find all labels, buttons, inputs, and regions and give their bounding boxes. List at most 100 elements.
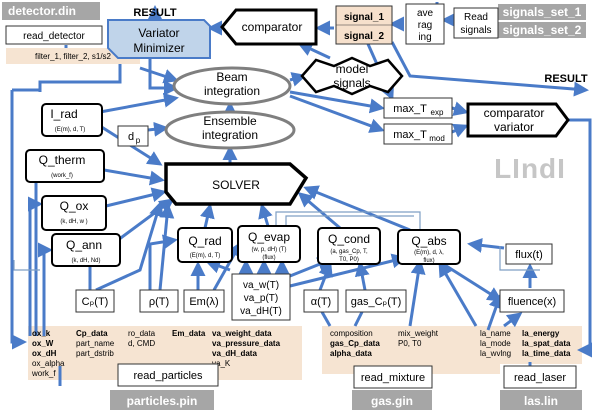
svg-text:la_name: la_name	[480, 329, 511, 338]
svg-text:mix_weight: mix_weight	[398, 329, 439, 338]
svg-text:(k, dH, w ): (k, dH, w )	[60, 219, 87, 225]
signal-2-label: signal_2	[344, 31, 384, 42]
svg-text:T0, P0): T0, P0)	[339, 257, 359, 263]
ro-inputs: ro_data d, CMD	[128, 329, 156, 348]
svg-text:(a, gas_Cp, T,: (a, gas_Cp, T,	[330, 249, 368, 255]
q-therm-box[interactable]: Q_therm (work_f)	[25, 149, 105, 183]
svg-text:la_energy: la_energy	[522, 329, 560, 338]
svg-text:comparator: comparator	[242, 20, 303, 34]
svg-text:read_mixture: read_mixture	[361, 372, 425, 384]
svg-text:Variator: Variator	[138, 26, 179, 40]
svg-text:integration: integration	[204, 84, 260, 98]
svg-text:ox_k: ox_k	[32, 329, 51, 338]
laser-inputs-a: la_name la_mode la_wvlng	[480, 329, 511, 358]
svg-text:signals: signals	[333, 76, 370, 90]
rho-box: ρ(T)	[139, 289, 179, 313]
svg-text:Q_rad: Q_rad	[188, 234, 221, 248]
svg-text:signals_set_2: signals_set_2	[503, 23, 582, 37]
q-rad-box[interactable]: Q_rad (E(m), d, T)	[177, 227, 233, 263]
svg-text:Q_evap: Q_evap	[248, 230, 290, 244]
svg-text:part_dstrib: part_dstrib	[76, 349, 114, 358]
svg-text:(w, p, dH) (T): (w, p, dH) (T)	[251, 247, 286, 253]
q-abs-box[interactable]: Q_abs (E(m), d, λ, flux)	[397, 229, 461, 265]
svg-text:Q_therm: Q_therm	[39, 153, 86, 167]
svg-text:P0, T0: P0, T0	[398, 339, 422, 348]
svg-text:Em(λ): Em(λ)	[189, 296, 218, 308]
variator-minimizer-box[interactable]: Variator Minimizer	[107, 19, 211, 59]
read-signals-box[interactable]: Read signals	[453, 7, 499, 39]
svg-text:read_laser: read_laser	[514, 372, 566, 384]
va-inputs: va_weight_data va_pressure_data va_dH_da…	[212, 329, 281, 368]
svg-text:Ensemble: Ensemble	[203, 114, 257, 128]
svg-text:va_dH(T): va_dH(T)	[240, 306, 282, 317]
svg-text:(E(m), d, T): (E(m), d, T)	[190, 253, 221, 259]
beam-integration-node[interactable]: Beam integration	[172, 66, 292, 106]
svg-text:filter_1, filter_2, s1/s2: filter_1, filter_2, s1/s2	[35, 52, 112, 61]
model-signals-node[interactable]: model signals	[300, 56, 404, 96]
svg-text:Q_cond: Q_cond	[328, 232, 370, 246]
svg-text:integration: integration	[202, 128, 258, 142]
read-mixture-box[interactable]: read_mixture	[353, 365, 433, 389]
svg-text:α(T): α(T)	[311, 296, 331, 308]
svg-text:ox_W: ox_W	[32, 339, 54, 348]
solver-box[interactable]: SOLVER	[164, 162, 309, 206]
svg-text:Em_data: Em_data	[172, 329, 206, 338]
svg-text:SOLVER: SOLVER	[212, 178, 260, 192]
q-evap-box[interactable]: Q_evap (w, p, dH) (T) (flux)	[237, 225, 301, 263]
svg-text:Q_abs: Q_abs	[411, 234, 446, 248]
cp-box: Cₚ(T)	[75, 289, 115, 313]
svg-text:ing: ing	[418, 32, 431, 43]
particles-file-tag: particles.pin	[110, 390, 214, 410]
fluence-box: fluence(x)	[499, 289, 565, 313]
svg-text:fluence(x): fluence(x)	[508, 296, 556, 308]
mix-inputs: mix_weight P0, T0	[398, 329, 439, 348]
svg-text:d: d	[128, 131, 134, 143]
svg-text:Cₚ(T): Cₚ(T)	[82, 296, 109, 308]
svg-text:ro_data: ro_data	[128, 329, 156, 338]
input-parameters-panel	[28, 326, 582, 380]
svg-text:la_wvlng: la_wvlng	[480, 349, 511, 358]
svg-text:signals_set_1: signals_set_1	[503, 5, 582, 19]
svg-text:la_mode: la_mode	[480, 339, 511, 348]
svg-text:las.lin: las.lin	[524, 394, 558, 408]
comparator-variator-box[interactable]: comparator variator	[466, 102, 570, 138]
svg-text:max_T: max_T	[393, 129, 427, 141]
svg-text:gas_Cp_data: gas_Cp_data	[330, 339, 380, 348]
lindi-watermark: LIndI	[494, 153, 566, 184]
read-detector-box[interactable]: read_detector	[5, 25, 103, 45]
svg-text:mod: mod	[429, 134, 445, 143]
laser-inputs-b: la_energy la_spat_data la_time_data	[522, 329, 571, 358]
read-laser-box[interactable]: read_laser	[503, 365, 577, 389]
svg-text:la_spat_data: la_spat_data	[522, 339, 571, 348]
svg-text:comparator: comparator	[484, 106, 545, 120]
read-particles-box[interactable]: read_particles	[117, 363, 219, 387]
flux-box: flux(t)	[505, 243, 553, 265]
gas-inputs: composition gas_Cp_data alpha_data	[330, 329, 380, 358]
signal-1-label: signal_1	[344, 12, 384, 23]
q-cond-box[interactable]: Q_cond (a, gas_Cp, T, T0, P0)	[317, 227, 381, 265]
svg-text:va_dH_data: va_dH_data	[212, 349, 257, 358]
signals-set-2-tag: signals_set_2	[498, 22, 586, 38]
i-rad-box[interactable]: I_rad (E(m), d, T)	[41, 103, 103, 137]
va-box: va_w(T) va_p(T) va_dH(T)	[231, 273, 291, 321]
svg-text:model: model	[336, 62, 369, 76]
ensemble-integration-node[interactable]: Ensemble integration	[164, 110, 296, 150]
q-ann-box[interactable]: Q_ann (k, dH, Nd)	[51, 233, 121, 267]
comparator-box[interactable]: comparator	[220, 8, 318, 46]
svg-text:(E(m), d, λ,: (E(m), d, λ,	[414, 250, 444, 256]
alpha-box: α(T)	[303, 289, 339, 313]
ox-inputs: ox_k ox_W ox_dH ox_alpha work_f	[31, 329, 65, 378]
q-ox-box[interactable]: Q_ox (k, dH, w )	[41, 195, 107, 231]
svg-text:(E(m), d, T): (E(m), d, T)	[55, 127, 86, 133]
signals-set-1-tag: signals_set_1	[498, 4, 586, 20]
svg-text:Q_ox: Q_ox	[60, 199, 89, 213]
em-inputs: Em_data	[172, 329, 206, 338]
laser-file-tag: las.lin	[500, 390, 582, 410]
svg-text:ox_alpha: ox_alpha	[32, 359, 65, 368]
svg-text:particles.pin: particles.pin	[127, 394, 198, 408]
svg-text:exp: exp	[431, 108, 444, 117]
svg-text:ρ(T): ρ(T)	[149, 296, 169, 308]
detector-params-box: filter_1, filter_2, s1/s2	[6, 48, 140, 64]
averaging-box[interactable]: ave rag ing	[405, 3, 445, 45]
